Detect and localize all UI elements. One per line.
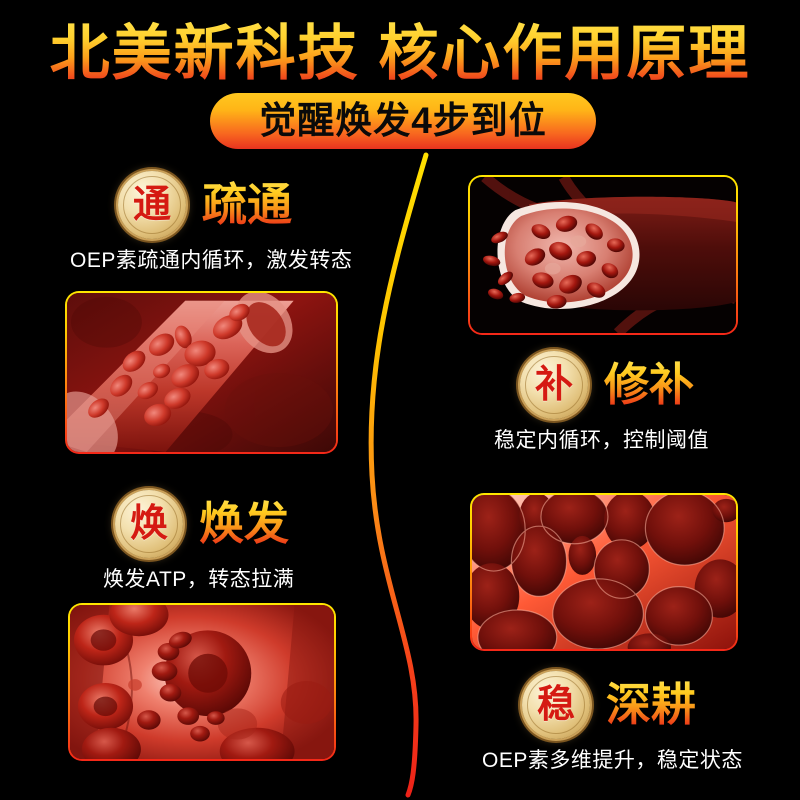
- step-4-heading: 稳 深耕: [522, 671, 743, 739]
- step-block-4: 稳 深耕 OEP素多维提升，稳定状态: [482, 671, 743, 775]
- step-block-3: 焕 焕发 焕发ATP，转态拉满: [103, 490, 294, 594]
- step-4-badge-char: 稳: [536, 684, 575, 726]
- step-3-title: 焕发: [199, 498, 290, 549]
- page-title: 北美新科技 核心作用原理: [0, 18, 800, 90]
- step-2-badge-char: 补: [534, 364, 573, 406]
- step-2-title: 修补: [604, 359, 695, 410]
- step-2-image-frame: [468, 175, 738, 335]
- step-1-heading: 通 疏通: [118, 171, 352, 239]
- cell-tissue-network-illustration: [472, 495, 736, 649]
- red-blood-cells-illustration: [70, 605, 334, 759]
- step-4-image-frame: [470, 493, 738, 651]
- step-block-1: 通 疏通 OEP素疏通内循环，激发转态: [70, 171, 352, 275]
- subtitle-pill-badge: 觉醒焕发4步到位: [210, 93, 596, 149]
- step-4-title: 深耕: [606, 679, 697, 730]
- step-3-badge-coin: 焕: [115, 490, 183, 558]
- step-2-badge-coin: 补: [520, 351, 588, 419]
- step-1-badge-coin: 通: [118, 171, 186, 239]
- step-1-description: OEP素疏通内循环，激发转态: [70, 249, 353, 272]
- subtitle-pill-label: 觉醒焕发4步到位: [259, 100, 547, 141]
- step-block-2: 补 修补 稳定内循环，控制阈值: [494, 351, 709, 455]
- s-curve-connector: [368, 152, 429, 798]
- step-2-heading: 补 修补: [520, 351, 709, 419]
- step-2-description: 稳定内循环，控制阈值: [494, 429, 709, 452]
- step-3-image-frame: [68, 603, 336, 761]
- step-1-image-frame: [65, 291, 338, 454]
- step-4-badge-coin: 稳: [522, 671, 590, 739]
- step-1-title: 疏通: [202, 179, 293, 230]
- step-3-heading: 焕 焕发: [115, 490, 294, 558]
- step-3-description: 焕发ATP，转态拉满: [103, 568, 295, 591]
- step-1-badge-char: 通: [132, 184, 171, 226]
- step-3-badge-char: 焕: [129, 503, 168, 545]
- step-4-description: OEP素多维提升，稳定状态: [482, 749, 743, 772]
- blood-vessel-flow-illustration: [67, 293, 336, 452]
- blood-vessel-cutaway-illustration: [470, 177, 736, 333]
